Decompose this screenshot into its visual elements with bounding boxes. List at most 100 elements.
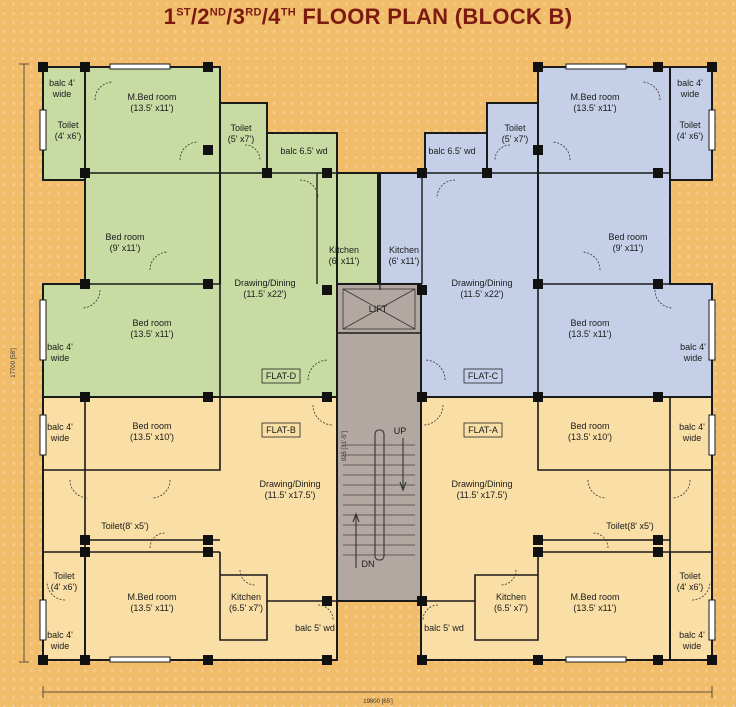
room-label-c-bed1: Bed room(9' x11')	[608, 232, 647, 253]
room-label-b-balc-mid: balc 4'wide	[47, 422, 73, 443]
flat-d-zone	[42, 66, 379, 398]
structural-column	[80, 547, 90, 557]
stair-up-label: UP	[394, 426, 407, 436]
structural-column	[203, 535, 213, 545]
structural-column	[80, 655, 90, 665]
flat-a-zone	[420, 396, 713, 661]
structural-column	[322, 655, 332, 665]
room-label-a-mbed: M.Bed room(13.5' x11')	[570, 592, 619, 613]
room-label-c-toilet-top: Toilet(5' x7')	[502, 123, 528, 144]
structural-column	[38, 62, 48, 72]
structural-column	[533, 655, 543, 665]
room-label-c-balc-top: balc 4'wide	[677, 78, 703, 99]
room-label-b-toilet-mid: Toilet(8' x5')	[101, 521, 148, 531]
structural-column	[533, 547, 543, 557]
structural-column	[533, 535, 543, 545]
room-label-c-toilet-side: Toilet(4' x6')	[677, 120, 703, 141]
room-label-a-toilet-side: Toilet(4' x6')	[677, 571, 703, 592]
structural-column	[707, 655, 717, 665]
structural-column	[533, 62, 543, 72]
structural-column	[653, 392, 663, 402]
flat-c-tag: FLAT-C	[468, 371, 499, 381]
structural-column	[417, 596, 427, 606]
structural-column	[80, 392, 90, 402]
structural-column	[38, 655, 48, 665]
room-label-d-balc-mid: balc 4'wide	[47, 342, 73, 363]
structural-column	[653, 535, 663, 545]
structural-column	[203, 392, 213, 402]
structural-column	[533, 279, 543, 289]
room-label-a-kitchen: Kitchen(6.5' x7')	[494, 592, 528, 613]
room-labels: M.Bed room(13.5' x11') Toilet(5' x7') balc…	[47, 78, 706, 651]
room-label-b-drawing: Drawing/Dining(11.5' x17.5')	[259, 479, 320, 500]
structural-column	[653, 168, 663, 178]
room-label-d-toilet-side: Toilet(4' x6')	[55, 120, 81, 141]
room-label-b-balc-bot: balc 4'wide	[47, 630, 73, 651]
room-label-d-mbed: M.Bed room(13.5' x11')	[127, 92, 176, 113]
room-label-d-toilet-top: Toilet(5' x7')	[228, 123, 254, 144]
structural-column	[203, 62, 213, 72]
width-dimension-label: 19800 [65']	[363, 699, 393, 705]
structural-column	[203, 655, 213, 665]
structural-column	[653, 62, 663, 72]
room-label-a-bed: Bed room(13.5' x10')	[568, 421, 612, 442]
room-label-b-toilet-side: Toilet(4' x6')	[51, 571, 77, 592]
room-label-c-mbed: M.Bed room(13.5' x11')	[570, 92, 619, 113]
room-label-a-balc-wd: balc 5' wd	[424, 623, 464, 633]
structural-column	[80, 62, 90, 72]
flat-zones	[42, 66, 713, 661]
room-label-d-kitchen: Kitchen(6' x11')	[329, 245, 360, 266]
room-label-c-balc-mid: balc 4'wide	[680, 342, 706, 363]
structural-column	[653, 655, 663, 665]
structural-column	[262, 168, 272, 178]
structural-column	[322, 285, 332, 295]
height-dimension-label: 17700 [58']	[11, 348, 17, 378]
structural-column	[80, 535, 90, 545]
room-label-c-bed2: Bed room(13.5' x11')	[568, 318, 611, 339]
room-label-b-balc-wd: balc 5' wd	[295, 623, 335, 633]
structural-column	[417, 655, 427, 665]
stair-dimension-label: 925 [31'-5"]	[342, 431, 348, 462]
structural-column	[417, 392, 427, 402]
room-label-d-drawing: Drawing/Dining(11.5' x22')	[234, 278, 295, 299]
flat-a-tag: FLAT-A	[468, 425, 498, 435]
structural-column	[653, 279, 663, 289]
structural-column	[322, 596, 332, 606]
flat-d-tag: FLAT-D	[266, 371, 297, 381]
lift-shaft	[342, 288, 416, 330]
room-label-d-bed1: Bed room(9' x11')	[105, 232, 144, 253]
structural-column	[653, 547, 663, 557]
structural-column	[80, 279, 90, 289]
flat-tags: FLAT-D FLAT-C FLAT-B FLAT-A	[261, 368, 503, 438]
structural-column	[203, 145, 213, 155]
structural-column	[203, 547, 213, 557]
stair-treads	[343, 444, 415, 556]
plan-title: 1ST/2ND/3RD/4TH FLOOR PLAN (BLOCK B)	[163, 4, 573, 29]
structural-column	[203, 279, 213, 289]
room-label-d-balc-wd: balc 6.5' wd	[280, 146, 327, 156]
room-label-b-bed: Bed room(13.5' x10')	[130, 421, 174, 442]
room-label-c-kitchen: Kitchen(6' x11')	[389, 245, 420, 266]
room-label-a-drawing: Drawing/Dining(11.5' x17.5')	[451, 479, 512, 500]
room-label-a-balc-mid: balc 4'wide	[679, 422, 705, 443]
room-label-a-balc-bot: balc 4'wide	[679, 630, 705, 651]
door-swings	[46, 81, 711, 621]
structural-column	[417, 285, 427, 295]
room-label-d-balc-top: balc 4'wide	[49, 78, 75, 99]
windows	[39, 63, 716, 663]
structural-column	[482, 168, 492, 178]
room-label-b-kitchen: Kitchen(6.5' x7')	[229, 592, 263, 613]
room-label-c-balc-wd: balc 6.5' wd	[428, 146, 475, 156]
lift-label: LIFT	[369, 304, 388, 314]
flat-c-zone	[379, 66, 713, 398]
structural-column	[707, 62, 717, 72]
room-label-a-toilet-mid: Toilet(8' x5')	[606, 521, 653, 531]
structural-column	[322, 168, 332, 178]
room-label-b-mbed: M.Bed room(13.5' x11')	[127, 592, 176, 613]
stair-railing	[352, 429, 407, 568]
stair-core-zone	[336, 283, 422, 602]
structural-columns	[38, 62, 717, 665]
stair-down-label: DN	[362, 559, 375, 569]
dimension-lines	[19, 63, 713, 698]
